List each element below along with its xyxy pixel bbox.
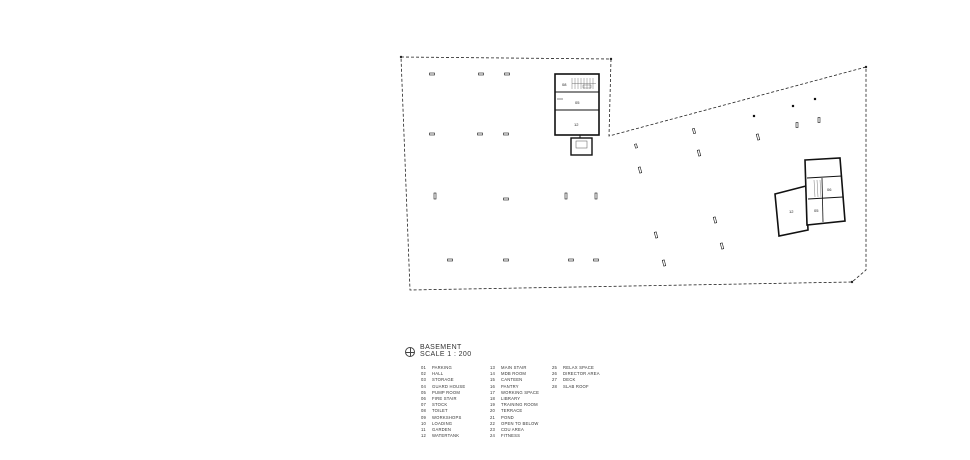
column xyxy=(594,192,598,200)
column xyxy=(503,258,509,262)
column xyxy=(692,127,696,135)
service-core-b: 06 12 05 xyxy=(774,157,846,237)
core-a-wall xyxy=(554,73,600,136)
column xyxy=(478,72,484,76)
column xyxy=(433,192,437,200)
column xyxy=(813,97,817,101)
core-a-annex xyxy=(570,137,593,156)
room-label: 08 xyxy=(562,82,567,87)
column xyxy=(719,242,725,250)
column xyxy=(755,133,761,141)
column xyxy=(634,143,638,149)
column xyxy=(504,72,510,76)
drawing-title: BASEMENT xyxy=(420,344,462,351)
stair-treads xyxy=(813,179,822,198)
core-b-wall xyxy=(804,157,846,226)
column xyxy=(661,259,667,267)
column xyxy=(593,258,599,262)
core-a-annex-inner xyxy=(575,140,588,149)
room-label: 05 xyxy=(814,208,819,213)
column xyxy=(817,117,821,123)
core-b-wall xyxy=(774,184,809,237)
column xyxy=(653,231,659,239)
core-b-partition xyxy=(807,196,844,200)
column xyxy=(637,166,643,174)
column xyxy=(712,216,718,224)
column xyxy=(503,132,509,136)
room-label: 05 xyxy=(575,100,580,105)
column xyxy=(429,132,435,136)
column xyxy=(477,132,483,136)
column xyxy=(795,122,799,128)
boundary-marker xyxy=(864,65,868,69)
column xyxy=(791,104,795,108)
structural-columns xyxy=(429,72,821,267)
boundary-marker xyxy=(609,57,613,61)
column xyxy=(696,149,702,157)
stair-landing xyxy=(582,84,592,89)
core-b-partition xyxy=(821,177,824,223)
column xyxy=(564,192,568,200)
room-label: 12 xyxy=(574,122,579,127)
boundary-marker xyxy=(850,280,854,284)
column xyxy=(568,258,574,262)
boundary-marker xyxy=(399,55,403,59)
column xyxy=(752,114,756,118)
column xyxy=(503,197,509,201)
room-label: 12 xyxy=(789,209,794,214)
north-arrow-icon xyxy=(405,347,415,357)
room-label: 06 xyxy=(827,187,832,192)
drawing-scale: SCALE 1 : 200 xyxy=(420,351,472,358)
core-b-partition xyxy=(806,175,843,179)
stair-treads xyxy=(571,78,596,89)
column xyxy=(429,72,435,76)
site-boundary xyxy=(400,56,867,291)
column xyxy=(447,258,453,262)
service-core-a: 08 05 12 xyxy=(554,73,600,156)
